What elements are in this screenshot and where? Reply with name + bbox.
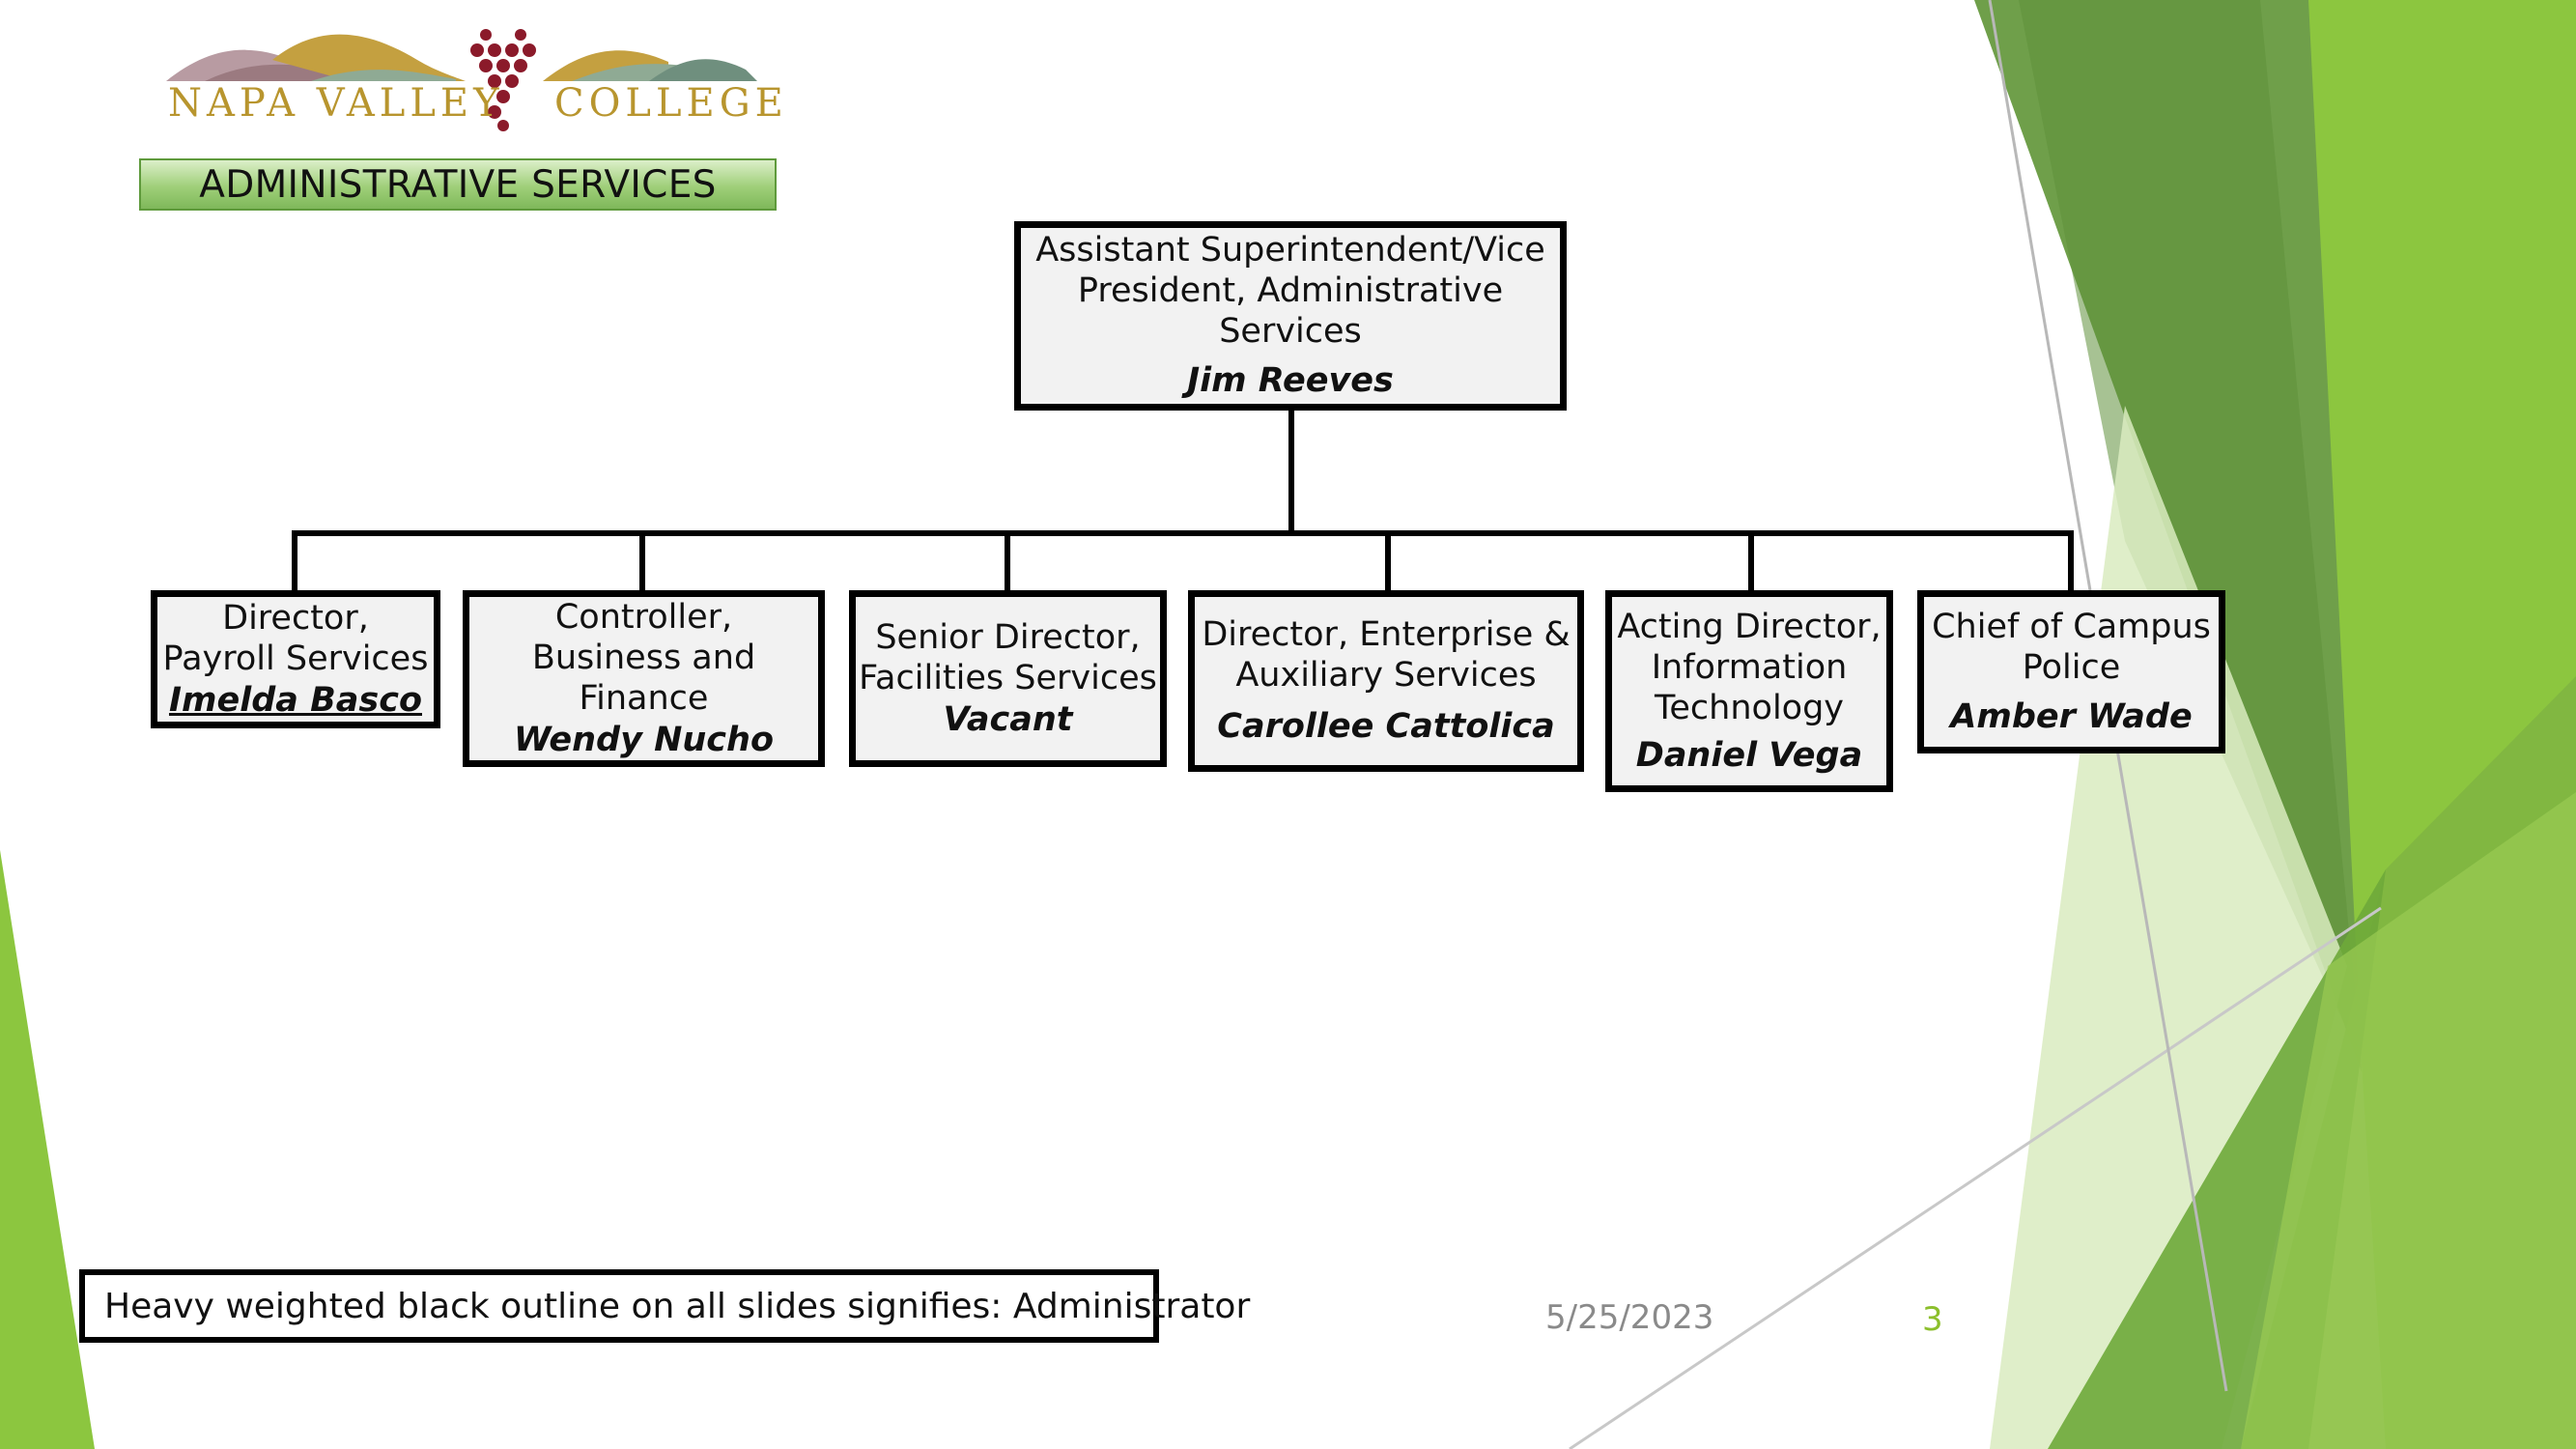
org-node-police: Chief of Campus Police Amber Wade [1917,590,2225,753]
connector-child-1 [292,530,297,594]
facet-bottom-lime [2241,792,2576,1449]
org-node-person: Imelda Basco [168,680,422,720]
logo-hill-sage-left [311,70,456,81]
org-node-controller: Controller, Business and Finance Wendy N… [463,590,825,767]
connector-child-5 [1748,530,1754,594]
org-node-person: Carollee Cattolica [1217,707,1555,746]
org-node-person: Vacant [943,699,1073,739]
connector-child-4 [1385,530,1391,594]
logo-text-left: NAPA VALLEY [168,81,504,126]
org-node-facilities: Senior Director, Facilities Services Vac… [849,590,1167,767]
org-node-title: Senior Director, Facilities Services [859,617,1157,697]
org-node-title: Controller, Business and Finance [531,597,756,718]
connector-child-6 [2068,530,2074,594]
org-node-person: Daniel Vega [1635,735,1863,775]
slide-date: 5/25/2023 [1545,1298,1714,1337]
connector-root-down [1288,406,1294,536]
logo-text-right: COLLEGE [554,81,788,126]
org-node-person: Amber Wade [1950,696,2193,736]
logo-hill-teal [649,59,757,81]
org-node-person: Wendy Nucho [514,720,774,759]
org-node-title: Director, Enterprise & Auxiliary Service… [1202,615,1571,695]
connector-horizontal [292,530,2074,536]
org-node-enterprise: Director, Enterprise & Auxiliary Service… [1188,590,1584,772]
grape-cluster-icon [470,29,536,131]
org-node-title: Assistant Superintendent/Vice President,… [1035,231,1545,351]
org-node-it: Acting Director, Information Technology … [1605,590,1893,792]
connector-child-2 [639,530,645,594]
college-logo: NAPA VALLEY COLLEGE [166,21,783,137]
facet-left-green [0,850,95,1449]
decor-line-diagonal [1569,906,2382,1449]
logo-hill-gold-left [272,34,466,81]
org-node-title: Director, Payroll Services [162,598,429,678]
org-node-title: Acting Director, Information Technology [1617,607,1882,727]
org-node-payroll: Director, Payroll Services Imelda Basco [151,590,440,728]
department-banner: ADMINISTRATIVE SERVICES [139,158,777,211]
slide-number: 3 [1922,1300,1943,1339]
logo-hills-graphic [166,29,757,131]
org-node-person: Jim Reeves [1187,361,1394,400]
org-node-root: Assistant Superintendent/Vice President,… [1014,221,1567,411]
org-node-title: Chief of Campus Police [1932,607,2211,687]
legend-note: Heavy weighted black outline on all slid… [79,1269,1250,1343]
connector-child-3 [1005,530,1010,594]
